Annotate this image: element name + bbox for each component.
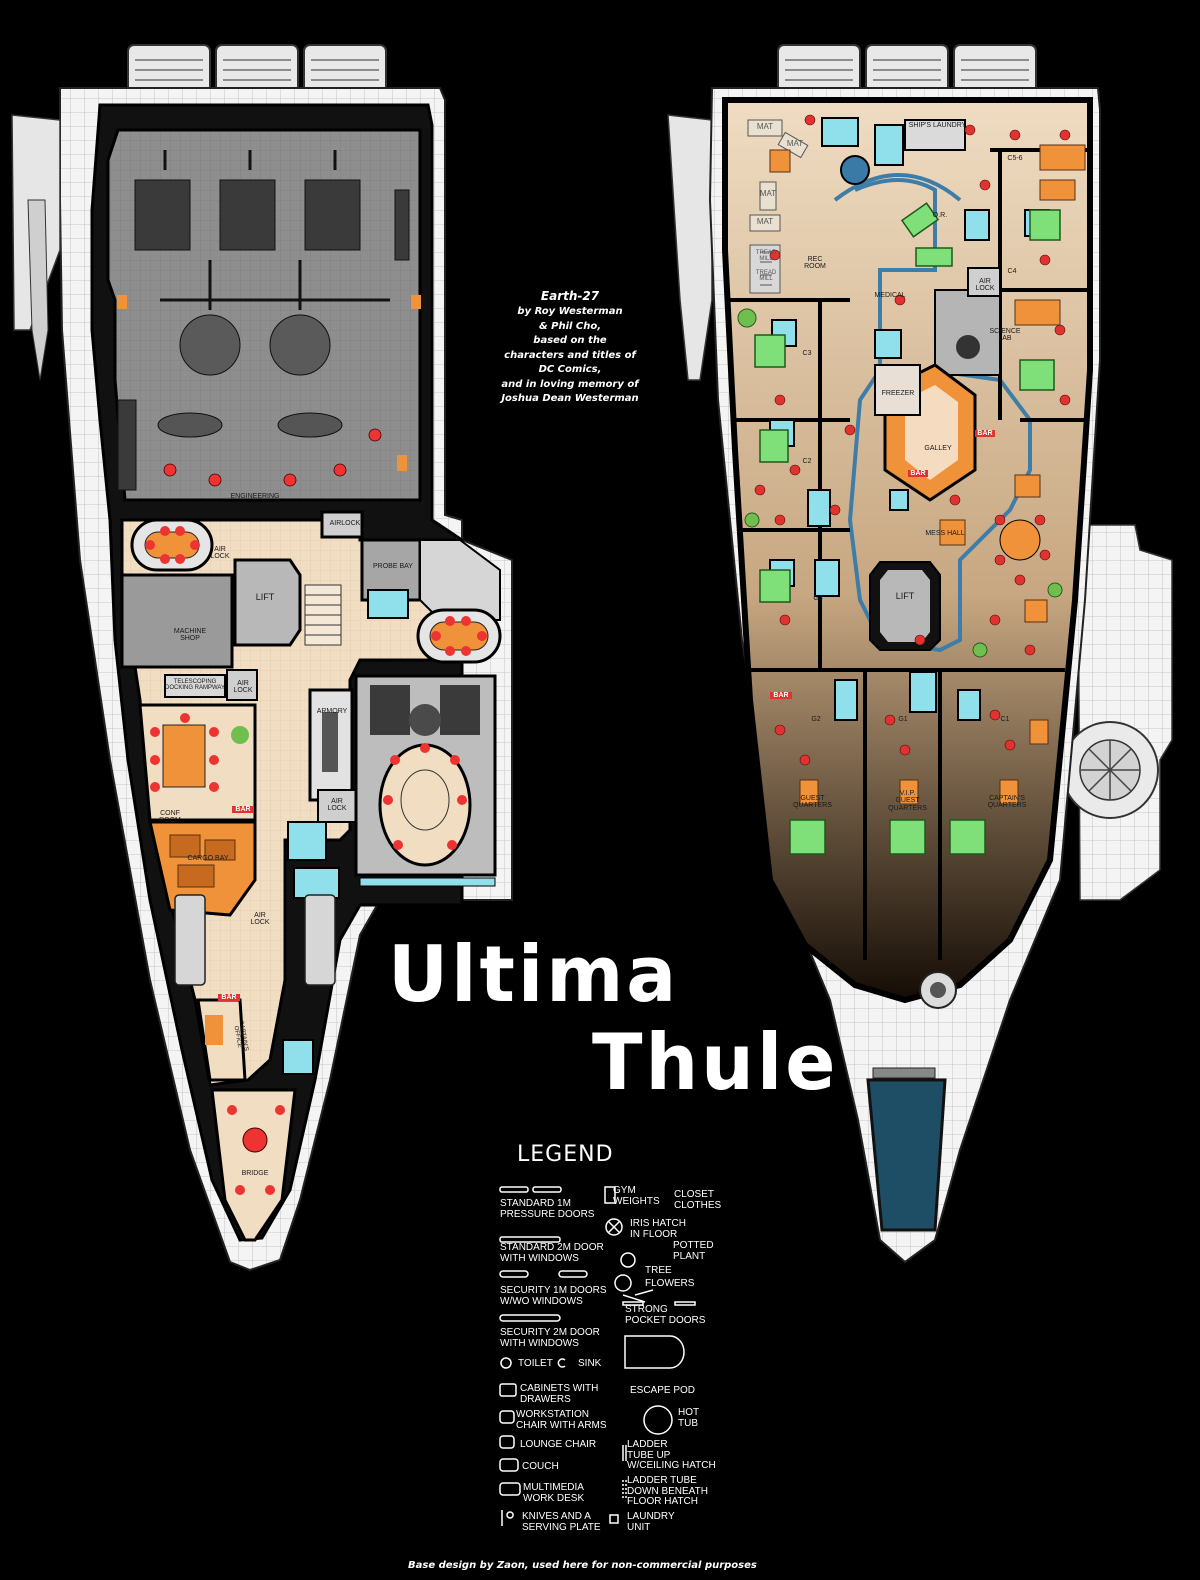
legend-security-1m-doors: SECURITY 1M DOORS W/WO WINDOWS [500, 1285, 607, 1307]
label-rec-room: REC ROOM [804, 256, 826, 271]
credits-block: Earth-27 by Roy Westerman & Phil Cho, ba… [480, 288, 660, 407]
legend-tree: TREE [645, 1265, 672, 1276]
label-probe-bay: PROBE BAY [373, 563, 413, 570]
label-c2: C2 [802, 458, 812, 465]
label-air-lock: AIR LOCK [250, 912, 270, 927]
label-c4: C4 [1007, 268, 1017, 275]
label-mess-hall: MESS HALL [925, 530, 965, 537]
label-lift: LIFT [895, 591, 915, 601]
label-bar: BAR [908, 470, 928, 478]
label-or: O.R. [932, 212, 948, 219]
legend-sink: SINK [578, 1358, 602, 1369]
label-ships-laundry: SHIP'S LAUNDRY [908, 122, 967, 129]
label-bar: BAR [232, 806, 254, 814]
label-g1: G1 [898, 716, 908, 723]
label-g2: G2 [811, 716, 821, 723]
label-vip-guest-quarters: V.I.P. GUEST QUARTERS [888, 790, 927, 812]
label-c5-6: C5-6 [1007, 155, 1023, 162]
label-mat: MAT [756, 122, 774, 131]
label-bridge: BRIDGE [241, 1170, 269, 1177]
label-bar: BAR [218, 994, 240, 1002]
credits-line: characters and titles of [504, 349, 636, 361]
label-medical: MEDICAL [874, 292, 906, 299]
legend-security-2m-door: SECURITY 2M DOOR WITH WINDOWS [500, 1327, 600, 1349]
legend-potted-plant: POTTED PLANT [673, 1240, 714, 1262]
legend-workstation-chair: WORKSTATION CHAIR WITH ARMS [516, 1409, 607, 1431]
label-bar: BAR [975, 430, 995, 438]
label-air-lock: AIR LOCK [233, 680, 253, 695]
label-cargo-bay: CARGO BAY [187, 855, 229, 862]
label-c3: C3 [802, 350, 812, 357]
label-conf-room: CONF ROOM [159, 810, 181, 825]
credits-line: and in loving memory of [501, 378, 639, 390]
credits-line: Joshua Dean Westerman [501, 393, 639, 405]
legend-cabinets: CABINETS WITH DRAWERS [520, 1383, 599, 1405]
label-telescoping-ramp: TELESCOPING DOCKING RAMPWAY [164, 679, 225, 692]
label-lift: LIFT [255, 592, 275, 602]
legend-escape-pod: ESCAPE POD [630, 1385, 696, 1396]
credits-line: DC Comics, [538, 364, 602, 376]
label-galley: GALLEY [924, 445, 952, 452]
credits-line: by Roy Westerman [517, 306, 623, 318]
legend-knives-plate: KNIVES AND A SERVING PLATE [522, 1511, 601, 1533]
lower-deck-plan [11, 44, 513, 1272]
label-g3: G3 [813, 595, 823, 602]
label-air-lock: AIR LOCK [327, 798, 347, 813]
legend-symbols [499, 1186, 696, 1526]
label-mat: MAT [786, 139, 804, 148]
label-mat: MAT [759, 189, 777, 198]
legend-lounge-chair: LOUNGE CHAIR [520, 1439, 597, 1450]
label-captains-quarters: CAPTAIN'S QUARTERS [987, 795, 1027, 810]
label-air-lock: AIR LOCK [975, 278, 995, 293]
lower-deck-engines [127, 44, 387, 96]
upper-deck-plan [667, 44, 1173, 1264]
legend-standard-1m-doors: STANDARD 1M PRESSURE DOORS [500, 1198, 595, 1220]
legend-flowers: FLOWERS [645, 1278, 695, 1289]
legend-ladder-up: LADDER TUBE UP W/CEILING HATCH [627, 1439, 716, 1471]
label-engineering: ENGINEERING [230, 493, 280, 500]
label-air-lock: AIR LOCK [210, 546, 230, 561]
label-mat: MAT [756, 217, 774, 226]
label-armory: ARMORY [316, 708, 348, 715]
legend-laundry-unit: LAUNDRY UNIT [627, 1511, 675, 1533]
legend-closet-clothes: CLOSET CLOTHES [674, 1189, 722, 1211]
label-guest-quarters: GUEST QUARTERS [793, 795, 832, 810]
legend-strong-pocket-doors: STRONG POCKET DOORS [625, 1304, 706, 1326]
legend-multimedia-desk: MULTIMEDIA WORK DESK [523, 1482, 585, 1504]
legend-hot-tub: HOT TUB [678, 1407, 700, 1429]
label-treadmill: TREAD MILL [755, 270, 777, 283]
credits-line: based on the [533, 335, 607, 347]
label-treadmill: TREAD MILL [755, 250, 777, 263]
title-ultima: Ultima [388, 929, 680, 1021]
legend-toilet: TOILET [518, 1358, 553, 1369]
legend-couch: COUCH [522, 1461, 559, 1472]
label-freezer: FREEZER [881, 390, 915, 397]
legend-iris-hatch: IRIS HATCH IN FLOOR [630, 1218, 686, 1240]
footer-credit: Base design by Zaon, used here for non-c… [408, 1560, 757, 1571]
label-c1: C1 [1000, 716, 1010, 723]
legend-heading: LEGEND [517, 1142, 614, 1167]
legend-gym-weights: GYM WEIGHTS [613, 1185, 660, 1207]
credits-line: Earth-27 [540, 289, 600, 303]
label-machine-shop: MACHINE SHOP [173, 628, 207, 643]
title-thule: Thule [592, 1017, 839, 1109]
legend-ladder-down: LADDER TUBE DOWN BENEATH FLOOR HATCH [627, 1475, 708, 1507]
legend-standard-2m-door: STANDARD 2M DOOR WITH WINDOWS [500, 1242, 604, 1264]
label-bar: BAR [770, 692, 792, 700]
credits-line: & Phil Cho, [538, 320, 602, 332]
label-science-lab: SCIENCE LAB [989, 328, 1021, 343]
label-airlock: AIRLOCK [329, 520, 361, 527]
